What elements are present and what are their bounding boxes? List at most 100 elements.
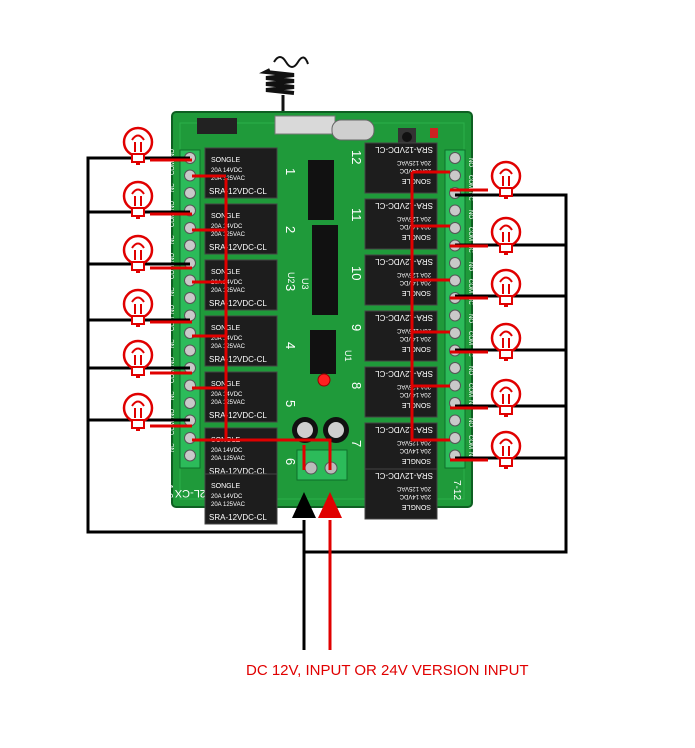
terminal-label: NC <box>170 287 176 296</box>
channel-number-left: 5 <box>283 400 298 407</box>
relay-rating: 20A 14VDC <box>399 279 431 285</box>
terminal-screw <box>449 362 461 374</box>
lightbulb-icon <box>490 378 522 417</box>
relay-model: SRA-12VDC-CL <box>375 201 433 210</box>
terminal-label: COM <box>170 317 176 331</box>
channel-number-right: 11 <box>349 208 364 222</box>
terminal-label: NO <box>170 253 176 262</box>
relay-rating: 20A 14VDC <box>399 447 431 453</box>
relay-rating: 20A 125VAC <box>396 159 431 165</box>
relay-rating: 20A 125VAC <box>211 288 246 294</box>
terminal-screw <box>184 222 196 234</box>
relay: SONGLE 20A 14VDC 20A 125VAC SRA-12VDC-CL <box>364 310 438 362</box>
terminal-screw <box>449 257 461 269</box>
relay-model: SRA-12VDC-CL <box>375 313 433 322</box>
terminal-label: COM <box>467 331 473 345</box>
terminal-label: NO <box>170 201 176 210</box>
chip-label-u3: U3 <box>300 278 310 290</box>
status-led <box>317 373 331 387</box>
terminal-label: NC <box>467 296 473 305</box>
channel-number-right: 10 <box>349 266 364 280</box>
terminal-label: COM <box>467 383 473 397</box>
relay-rating: 20A 14VDC <box>211 448 243 454</box>
terminal-screw <box>449 222 461 234</box>
terminal-label: NO <box>467 366 473 375</box>
relay-model: SRA-12VDC-CL <box>209 467 267 476</box>
arrow-up-icon <box>318 492 342 518</box>
terminal-label: NC <box>170 443 176 452</box>
relay-rating: 20A 125VAC <box>211 176 246 182</box>
relay-rating: 20A 14VDC <box>399 335 431 341</box>
terminal-label: COM <box>170 213 176 227</box>
channel-number-left: 6 <box>283 458 298 465</box>
lightbulb-icon <box>490 322 522 361</box>
terminal-label: COM <box>170 369 176 383</box>
terminal-label: COM <box>170 265 176 279</box>
terminal-screw <box>449 414 461 427</box>
left-group-label: 1-6 <box>163 484 174 499</box>
relay-rating: 20A 125VAC <box>396 485 431 491</box>
terminal-label: NC <box>170 183 176 192</box>
terminal-label: NC <box>170 339 176 348</box>
relay-model: SRA-12VDC-CL <box>209 243 267 252</box>
channel-number-left: 1 <box>283 168 298 175</box>
relay-brand: SONGLE <box>401 289 431 296</box>
bulbs <box>122 126 522 469</box>
terminal-screw <box>449 169 461 182</box>
terminal-label: NC <box>170 235 176 244</box>
terminal-label: COM <box>467 435 473 449</box>
relay-brand: SONGLE <box>401 345 431 352</box>
terminal-screw <box>449 327 461 339</box>
chip-label-u2: U2 <box>286 272 296 284</box>
terminal-label: COM <box>467 175 473 189</box>
channel-number-left: 4 <box>283 342 298 349</box>
lightbulb-icon <box>490 216 522 255</box>
relay-rating: 20A 14VDC <box>211 168 243 174</box>
terminal-label: NC <box>467 244 473 253</box>
terminal-screw <box>449 309 461 322</box>
terminal-screw <box>449 274 461 287</box>
relay-model: SRA-12VDC-CL <box>209 299 267 308</box>
relay-rating: 20A 125VAC <box>396 439 431 445</box>
led-top <box>430 128 438 138</box>
terminal-label: NC <box>467 192 473 201</box>
capacitor-left <box>292 417 318 443</box>
terminal-block-right: NOCOMNCNOCOMNCNOCOMNCNOCOMNCNOCOMNCNOCOM… <box>444 149 473 469</box>
terminal-screw <box>184 187 196 199</box>
lightbulb-icon <box>122 126 154 165</box>
lightbulb-icon <box>490 268 522 307</box>
lightbulb-icon <box>122 180 154 219</box>
lightbulb-icon <box>122 392 154 431</box>
terminal-screw <box>184 292 196 304</box>
terminal-screw <box>449 432 461 444</box>
lightbulb-icon <box>490 160 522 199</box>
relay-brand: SONGLE <box>401 457 431 464</box>
relay-rating: 20A 14VDC <box>399 167 431 173</box>
relay-brand: SONGLE <box>401 503 431 510</box>
relay-rating: 20A 14VDC <box>211 494 243 500</box>
relay-rating: 20A 125VAC <box>396 327 431 333</box>
capacitor-right <box>323 417 349 443</box>
right-group-label: 7-12 <box>451 480 462 500</box>
crystal <box>331 119 375 141</box>
relay-rating: 20A 125VAC <box>211 232 246 238</box>
lightbulb-icon <box>122 288 154 327</box>
relay-rating: 20A 14VDC <box>399 493 431 499</box>
terminal-label: NO <box>467 158 473 167</box>
relay-brand: SONGLE <box>401 233 431 240</box>
chip-u3 <box>312 225 338 315</box>
channel-number-right: 7 <box>349 440 364 447</box>
terminal-label: COM <box>170 421 176 435</box>
relay-rating: 20A 125VAC <box>211 502 246 508</box>
channel-number-right: 9 <box>349 324 364 331</box>
